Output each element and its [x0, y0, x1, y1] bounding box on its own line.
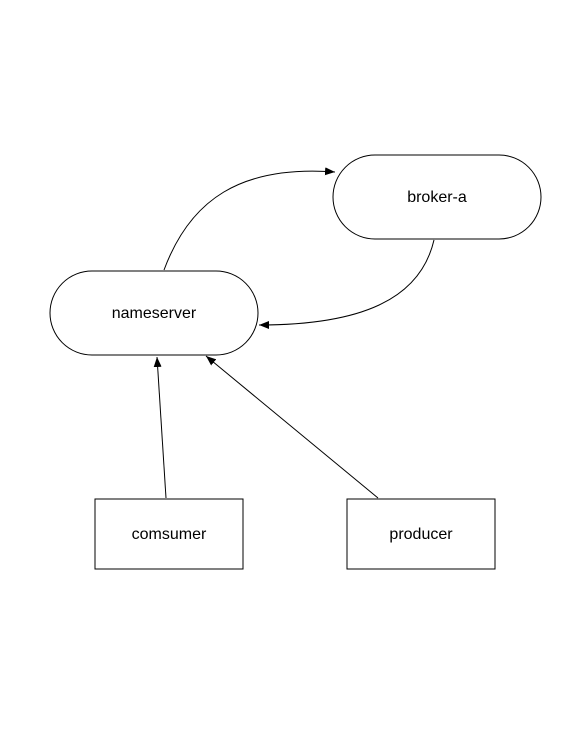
producer-label: producer [389, 526, 453, 543]
broker-a-label: broker-a [407, 189, 467, 206]
node-comsumer[interactable]: comsumer [94, 498, 244, 570]
broker-a-shape [332, 154, 542, 240]
edge-broker-a-to-nameserver [258, 239, 435, 329]
producer-shape [346, 498, 496, 570]
comsumer-shape [94, 498, 244, 570]
node-nameserver[interactable]: nameserver [49, 270, 259, 356]
nameserver-label: nameserver [112, 305, 197, 322]
comsumer-label: comsumer [132, 526, 207, 543]
edge-nameserver-to-broker-a [163, 167, 336, 271]
node-broker-a[interactable]: broker-a [332, 154, 542, 240]
edge-producer-to-nameserver [205, 355, 379, 499]
edge-comsumer-to-nameserver [153, 356, 167, 499]
nameserver-shape [49, 270, 259, 356]
edges [153, 167, 435, 499]
node-producer[interactable]: producer [346, 498, 496, 570]
